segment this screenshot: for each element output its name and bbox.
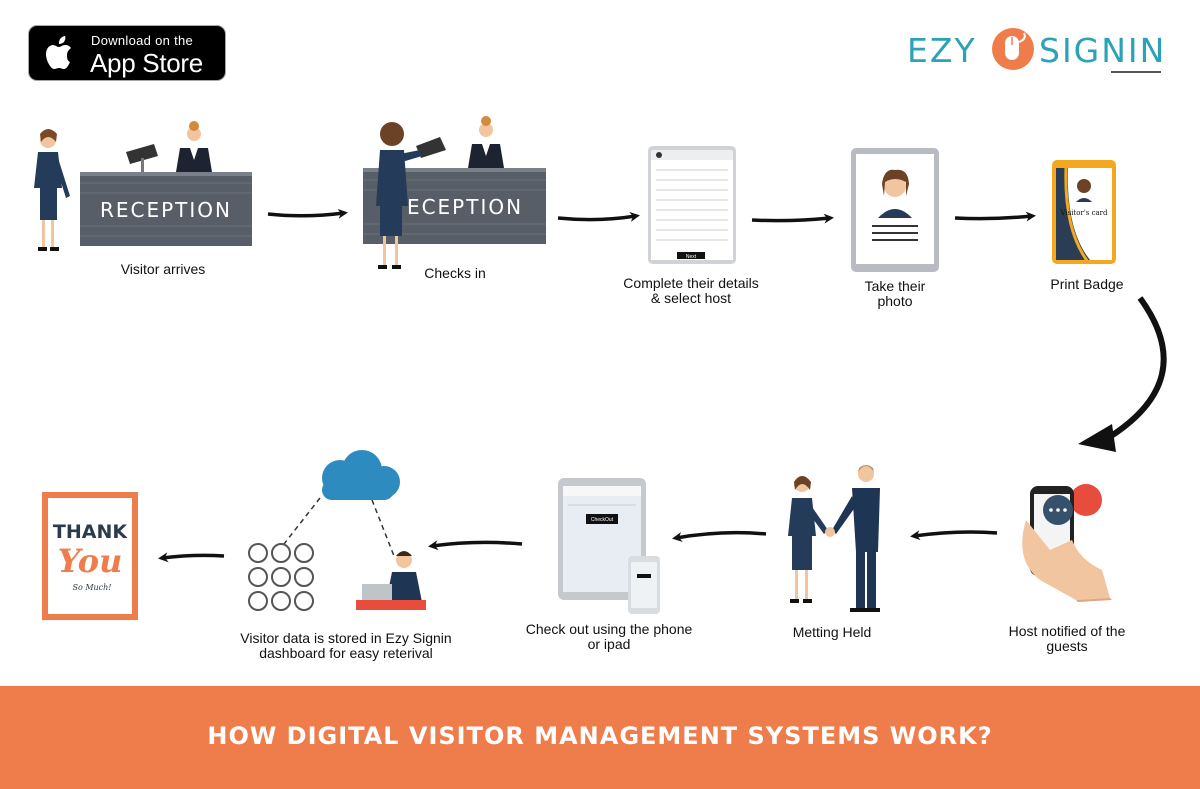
step-badge-illustration: Visitor's card (1052, 160, 1116, 264)
logo-underline (1111, 71, 1161, 73)
label-line: Host notified of the (1008, 623, 1126, 639)
flow-arrow-8 (158, 552, 225, 563)
admin-at-desk-figure (356, 551, 426, 610)
kiosk-tablet-2 (416, 137, 446, 158)
handshake (825, 527, 835, 537)
label-line: dashboard for easy reterival (259, 645, 433, 661)
step-checks-in-illustration: ECEPTION (363, 116, 546, 269)
flow-arrow-1 (267, 208, 348, 219)
guest-woman-figure (788, 476, 828, 603)
footer-title: HOW DIGITAL VISITOR MANAGEMENT SYSTEMS W… (207, 722, 993, 750)
label-line: Metting Held (792, 624, 872, 640)
tablet-next-button: Next (686, 254, 697, 260)
label-line: guests (1046, 638, 1088, 654)
thank-you-card: THANK You So Much! (42, 492, 138, 620)
step-checkout-illustration: CheckOut (558, 478, 660, 614)
cloud-icon (322, 450, 400, 500)
label-line: Visitor arrives (120, 261, 206, 277)
reception-sign-2: ECEPTION (407, 195, 523, 219)
footer-banner: HOW DIGITAL VISITOR MANAGEMENT SYSTEMS W… (0, 686, 1200, 789)
checking-in-visitor-figure (376, 122, 422, 269)
label-print-badge: Print Badge (1022, 277, 1152, 292)
logo-text-right: SIGNIN (1039, 31, 1167, 70)
label-line: Check out using the phone (525, 621, 693, 637)
label-checks-in: Checks in (385, 266, 525, 281)
label-dashboard-storage: Visitor data is stored in Ezy Signin das… (212, 631, 480, 661)
flow-arrow-3 (751, 213, 834, 224)
label-line: Visitor data is stored in Ezy Signin (240, 630, 452, 646)
process-diagram: RECEPTION ECEPTION (34, 116, 1167, 620)
checkout-button-text: CheckOut (591, 517, 614, 523)
label-line: Print Badge (1050, 276, 1124, 292)
flow-arrow-curved (1106, 296, 1167, 441)
mouse-logo-icon (992, 28, 1034, 70)
thank-you-line3: So Much! (72, 583, 111, 592)
label-complete-details: Complete their details & select host (596, 276, 786, 306)
logo-text-left: EZY (907, 31, 977, 70)
flow-arrow-6 (672, 530, 767, 542)
people-avatars-grid (248, 543, 314, 611)
receptionist-figure-1 (176, 121, 212, 172)
step-details-form-illustration: Next (648, 146, 736, 264)
flow-arrow-2 (557, 211, 640, 222)
label-meeting-held: Metting Held (765, 625, 899, 640)
reception-desk-1: RECEPTION (80, 172, 252, 246)
visitor-woman-figure (34, 129, 70, 251)
receptionist-figure-2 (468, 116, 504, 168)
step-dashboard-illustration (248, 450, 426, 611)
ezy-signin-logo: EZY SIGNIN (905, 25, 1165, 75)
step-photo-illustration (851, 148, 939, 272)
visitor-card-text: Visitor's card (1059, 209, 1108, 217)
reception-sign-1: RECEPTION (100, 198, 232, 222)
app-store-badge[interactable]: Download on the App Store (28, 25, 226, 81)
step-meeting-illustration (788, 465, 880, 612)
flow-arrow-5 (910, 530, 998, 541)
apple-icon (46, 36, 71, 69)
label-line: & select host (650, 290, 732, 306)
label-take-photo: Take their photo (830, 279, 960, 309)
label-host-notified: Host notified of the guests (982, 624, 1152, 654)
flow-arrow-4 (954, 211, 1036, 222)
label-line: Checks in (424, 265, 486, 281)
label-line: Take their (864, 278, 926, 294)
label-line: photo (877, 293, 913, 309)
thank-you-line1: THANK (53, 521, 128, 543)
app-store-line1: Download on the (91, 33, 194, 48)
step-host-notified-illustration (1022, 484, 1112, 602)
label-line: or ipad (587, 636, 631, 652)
label-line: Complete their details (623, 275, 759, 291)
host-man-figure (832, 465, 880, 612)
flow-arrow-7 (428, 540, 523, 551)
app-store-line2: App Store (90, 48, 203, 78)
thank-you-line2: You (58, 542, 123, 580)
label-visitor-arrives: Visitor arrives (88, 262, 238, 277)
step-visitor-arrives-illustration: RECEPTION (34, 121, 252, 251)
kiosk-tablet-1 (126, 144, 158, 174)
label-check-out: Check out using the phone or ipad (500, 622, 718, 652)
